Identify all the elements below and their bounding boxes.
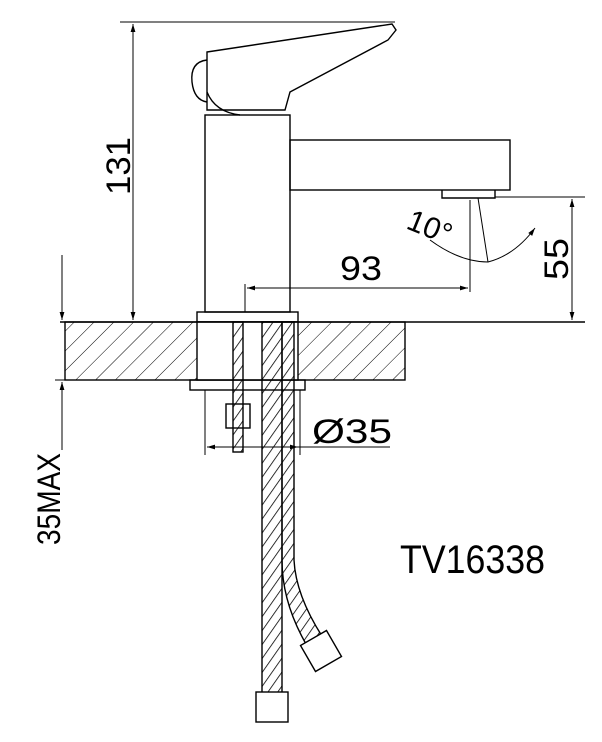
hose-nut-2 — [299, 629, 343, 673]
dim-height-131: 131 — [100, 137, 138, 195]
hose-nut-1 — [255, 691, 289, 723]
handle-knob — [191, 59, 208, 103]
dim-height-55: 55 — [538, 238, 576, 280]
dim-angle-10: 10° — [402, 204, 456, 252]
aerator — [441, 190, 496, 199]
dim-max-35: 35MAX — [31, 453, 67, 545]
mounting-rod — [232, 321, 244, 453]
handle — [206, 23, 397, 111]
model-number: TV16338 — [400, 538, 545, 582]
dim-diameter-35: Ø35 — [312, 413, 392, 451]
dim-reach-93: 93 — [340, 250, 382, 288]
spout — [289, 139, 511, 191]
faucet-body — [204, 114, 291, 313]
hose-1 — [261, 321, 283, 701]
nut — [225, 403, 251, 429]
